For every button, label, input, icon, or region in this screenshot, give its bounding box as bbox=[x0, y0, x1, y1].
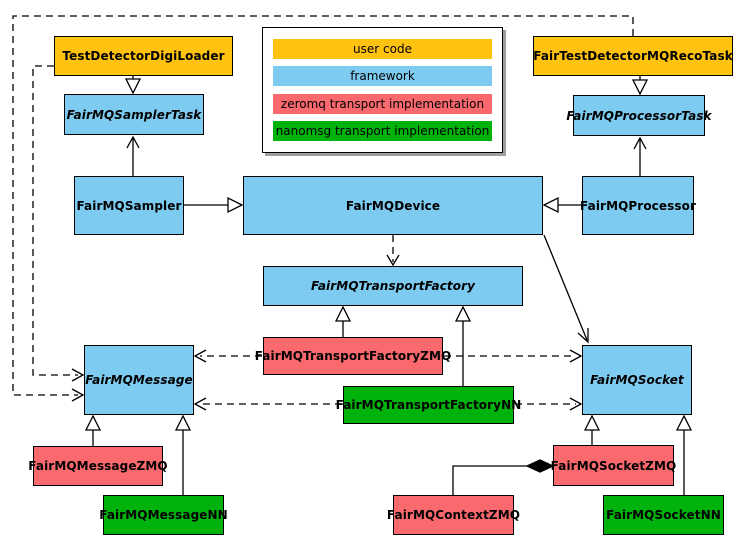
legend-item-zeromq: zeromq transport implementation bbox=[273, 93, 492, 114]
class-fairmqdevice: FairMQDevice bbox=[243, 176, 543, 235]
legend-box: user code framework zeromq transport imp… bbox=[262, 27, 503, 153]
legend-item-framework: framework bbox=[273, 66, 492, 87]
edge-contextzmq-socketzmq-composition bbox=[452, 459, 555, 495]
class-fairmqcontextzmq: FairMQContextZMQ bbox=[387, 495, 520, 535]
edge-device-socket-association bbox=[543, 234, 589, 344]
edge-socketzmq-socket-inheritance bbox=[583, 414, 601, 445]
edge-tfzmq-transportfactory-inheritance bbox=[334, 305, 352, 337]
edge-recotask-message-dependency bbox=[12, 15, 634, 402]
edge-socketnn-socket-inheritance bbox=[675, 414, 693, 495]
edge-digiloader-samplertask-inheritance bbox=[124, 75, 142, 95]
edge-tfzmq-message-dependency bbox=[193, 349, 262, 363]
edge-processor-processortask-association bbox=[633, 136, 647, 176]
legend-item-user-code: user code bbox=[273, 39, 492, 60]
legend-item-nanomsg: nanomsg transport implementation bbox=[273, 120, 492, 141]
edge-tfnn-transportfactory-inheritance bbox=[454, 305, 472, 386]
class-fairmqtransportfactoryzmq: FairMQTransportFactoryZMQ bbox=[255, 337, 451, 375]
edge-sampler-samplertask-association bbox=[126, 135, 140, 176]
edge-recotask-processortask-inheritance bbox=[631, 75, 649, 96]
edge-device-transportfactory-dependency bbox=[386, 235, 400, 267]
class-fairmqtransportfactory: FairMQTransportFactory bbox=[263, 266, 523, 306]
class-fairmqsampler: FairMQSampler bbox=[74, 176, 184, 235]
class-fairmqmessagenn: FairMQMessageNN bbox=[99, 495, 228, 535]
class-fairtestdetectormqrecotask: FairTestDetectorMQRecoTask bbox=[533, 36, 733, 76]
edge-digiloader-message-dependency bbox=[32, 65, 85, 382]
class-fairmqprocessortask: FairMQProcessorTask bbox=[566, 95, 712, 136]
class-fairmqtransportfactorynn: FairMQTransportFactoryNN bbox=[336, 386, 521, 424]
edge-messagenn-message-inheritance bbox=[174, 414, 192, 495]
class-testdetectordigiloader: TestDetectorDigiLoader bbox=[54, 36, 233, 76]
edge-tfnn-socket-dependency bbox=[515, 397, 583, 411]
edge-messagezmq-message-inheritance bbox=[84, 414, 102, 446]
class-fairmqsamplertask: FairMQSamplerTask bbox=[64, 94, 204, 135]
class-fairmqsocketnn: FairMQSocketNN bbox=[603, 495, 724, 535]
class-fairmqsocketzmq: FairMQSocketZMQ bbox=[551, 445, 676, 486]
class-fairmqmessagezmq: FairMQMessageZMQ bbox=[28, 446, 168, 486]
class-fairmqprocessor: FairMQProcessor bbox=[580, 176, 696, 235]
edge-sampler-device-inheritance bbox=[184, 196, 244, 214]
edge-processor-device-inheritance bbox=[542, 196, 582, 214]
class-fairmqsocket: FairMQSocket bbox=[582, 345, 692, 415]
edge-tfnn-message-dependency bbox=[193, 397, 342, 411]
class-fairmqmessage: FairMQMessage bbox=[84, 345, 194, 415]
edge-tfzmq-socket-dependency bbox=[444, 349, 583, 363]
